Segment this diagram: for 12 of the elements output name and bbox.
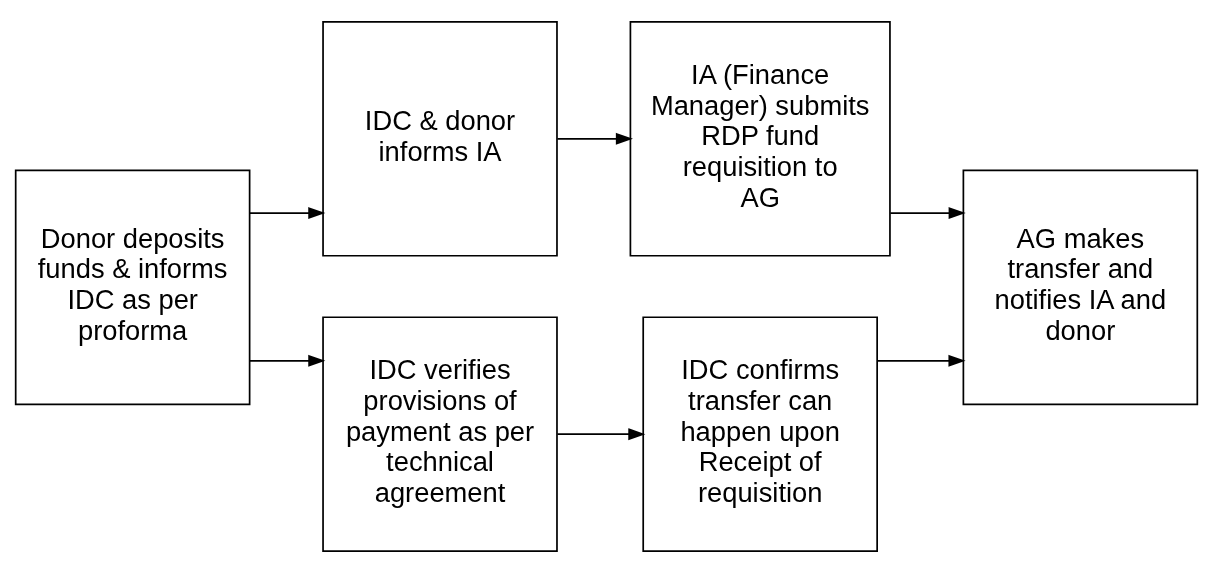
arrow (876, 354, 966, 367)
node-box: IDC & donor informs IA (322, 20, 558, 257)
arrow (556, 132, 633, 145)
node-box: IA (Finance Manager) submits RDP fund requisition to AG (629, 20, 891, 257)
arrow (248, 207, 326, 220)
arrow (889, 207, 966, 220)
arrow (248, 354, 326, 367)
arrow (556, 428, 646, 441)
node-box: IDC confirms transfer can happen upon Receipt of requisition (642, 316, 878, 553)
node-box: AG makes transfer and notifies IA and donor (962, 169, 1199, 406)
node-box: IDC verifies provisions of payment as per technical agreement (322, 316, 558, 553)
node-box: Donor deposits funds & informs IDC as per proforma (14, 169, 251, 406)
